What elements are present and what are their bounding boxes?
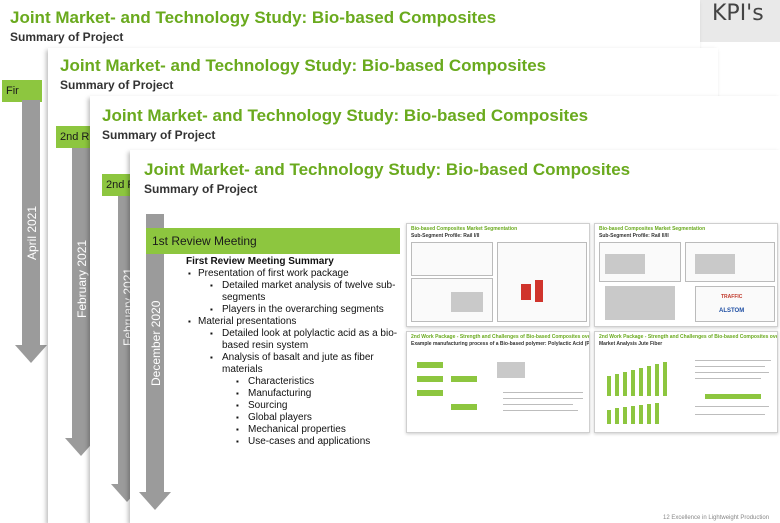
slide-2-timeline-arrow xyxy=(72,148,90,438)
page-footer: 12 Excellence in Lightweight Production xyxy=(663,515,770,521)
thumbnail-photo xyxy=(497,362,525,378)
thumbnail-map-marker xyxy=(535,280,543,302)
thumbnail-text-line xyxy=(695,360,771,361)
thumbnail-logo-traffic: TRAFFIC xyxy=(721,294,743,300)
slide-1-arrow-head xyxy=(15,345,47,363)
thumbnail-photo xyxy=(695,254,735,274)
slide-1-timeline-arrow xyxy=(22,100,40,345)
thumbnail-title: Bio-based Composites Market Segmentation xyxy=(411,226,518,232)
thumbnail-text-line xyxy=(503,392,583,393)
thumbnail-process-step xyxy=(417,376,443,382)
slide-4-timeline-arrow xyxy=(146,214,164,494)
summary-item: Detailed market analysis of twelve sub-s… xyxy=(186,280,401,304)
summary-item: Manufacturing xyxy=(186,388,401,400)
thumbnail-logo-alstom: ALSTOM xyxy=(719,308,745,314)
review-summary: First Review Meeting Summary Presentatio… xyxy=(186,256,401,448)
slide-thumbnail-pla-process: 2nd Work Package - Strength and Challeng… xyxy=(406,331,590,433)
thumbnail-chart-bar xyxy=(615,408,619,424)
slide-2-subtitle: Summary of Project xyxy=(60,78,174,92)
thumbnail-photo xyxy=(605,286,675,320)
thumbnail-text-line xyxy=(695,406,769,407)
summary-item: Detailed look at polylactic acid as a bi… xyxy=(186,328,401,352)
summary-item: Use-cases and applications xyxy=(186,436,401,448)
review-meeting-label: 1st Review Meeting xyxy=(152,234,257,248)
summary-item: Characteristics xyxy=(186,376,401,388)
thumbnail-process-step xyxy=(451,404,477,410)
thumbnail-text-panel xyxy=(411,242,493,276)
thumbnail-process-step xyxy=(417,390,443,396)
slide-4-date: December 2020 xyxy=(149,300,163,386)
thumbnail-players-panel xyxy=(695,286,775,322)
thumbnail-text-line xyxy=(503,410,578,411)
thumbnail-photo xyxy=(451,292,483,312)
thumbnail-chart-bar xyxy=(607,376,611,396)
slide-thumbnail-rail-2: Bio-based Composites Market Segmentation… xyxy=(594,223,778,327)
thumbnail-chart-bar xyxy=(655,403,659,424)
summary-list: Presentation of first work package Detai… xyxy=(186,268,401,448)
thumbnail-text-line xyxy=(695,414,765,415)
slide-3-title: Joint Market- and Technology Study: Bio-… xyxy=(102,106,589,125)
thumbnail-chart-bar xyxy=(663,362,667,396)
thumbnail-text-line xyxy=(503,398,583,399)
thumbnail-insights-header xyxy=(705,394,761,399)
thumbnail-text-line xyxy=(503,404,573,405)
slide-1-subtitle: Summary of Project xyxy=(10,30,124,44)
thumbnail-chart-bar xyxy=(647,404,651,424)
summary-item: Analysis of basalt and jute as fiber mat… xyxy=(186,352,401,376)
review-meeting-bar: 1st Review Meeting xyxy=(146,228,400,254)
thumbnail-text-line xyxy=(695,372,769,373)
slide-2-title: Joint Market- and Technology Study: Bio-… xyxy=(60,56,547,75)
summary-item: Sourcing xyxy=(186,400,401,412)
thumbnail-photo xyxy=(605,254,645,274)
thumbnail-process-step xyxy=(451,376,477,382)
slide-thumbnail-rail-1: Bio-based Composites Market Segmentation… xyxy=(406,223,590,327)
slide-1-date: April 2021 xyxy=(25,205,39,260)
slide-1-title: Joint Market- and Technology Study: Bio-… xyxy=(10,8,497,27)
thumbnail-subtitle: Market Analysis Jute Fiber xyxy=(599,341,663,347)
thumbnail-chart-bar xyxy=(623,372,627,396)
slide-2-meeting-stub: 2nd R xyxy=(56,126,96,148)
summary-heading: First Review Meeting Summary xyxy=(186,256,334,267)
thumbnail-title: 2nd Work Package - Strength and Challeng… xyxy=(411,334,589,340)
thumbnail-chart-bar xyxy=(647,366,651,396)
slide-4-title: Joint Market- and Technology Study: Bio-… xyxy=(144,160,631,179)
thumbnail-chart-bar xyxy=(631,406,635,424)
summary-item: Global players xyxy=(186,412,401,424)
thumbnail-chart-bar xyxy=(639,368,643,396)
slide-2-date: February 2021 xyxy=(75,239,89,318)
slide-2-arrow-head xyxy=(65,438,97,456)
thumbnail-text-line xyxy=(695,378,761,379)
thumbnail-chart-bar xyxy=(639,405,643,424)
slide-3-subtitle: Summary of Project xyxy=(102,128,216,142)
slide-thumbnail-jute-market: 2nd Work Package - Strength and Challeng… xyxy=(594,331,778,433)
thumbnail-chart-bar xyxy=(631,370,635,396)
thumbnail-text-line xyxy=(695,366,765,367)
thumbnail-chart-bar xyxy=(615,374,619,396)
thumbnail-map-marker xyxy=(521,284,531,300)
summary-item: Players in the overarching segments xyxy=(186,304,401,316)
thumbnail-subtitle: Example manufacturing process of a Bio-b… xyxy=(411,341,589,347)
slide-4-subtitle: Summary of Project xyxy=(144,182,258,196)
summary-item: Presentation of first work package xyxy=(186,268,401,280)
thumbnail-title: Bio-based Composites Market Segmentation xyxy=(599,226,706,232)
kpi-tab: KPI's xyxy=(700,0,780,42)
slide-1-meeting-stub: Fir xyxy=(2,80,42,102)
thumbnail-process-step xyxy=(417,362,443,368)
thumbnail-chart-bar xyxy=(623,407,627,424)
thumbnail-chart-bar xyxy=(655,364,659,396)
thumbnail-subtitle: Sub-Segment Profile: Rail II/II xyxy=(599,233,669,239)
slide-4-arrow-head xyxy=(139,492,171,510)
thumbnail-subtitle: Sub-Segment Profile: Rail I/II xyxy=(411,233,480,239)
summary-item: Mechanical properties xyxy=(186,424,401,436)
summary-item: Material presentations xyxy=(186,316,401,328)
thumbnail-chart-bar xyxy=(607,410,611,424)
thumbnail-title: 2nd Work Package - Strength and Challeng… xyxy=(599,334,777,340)
